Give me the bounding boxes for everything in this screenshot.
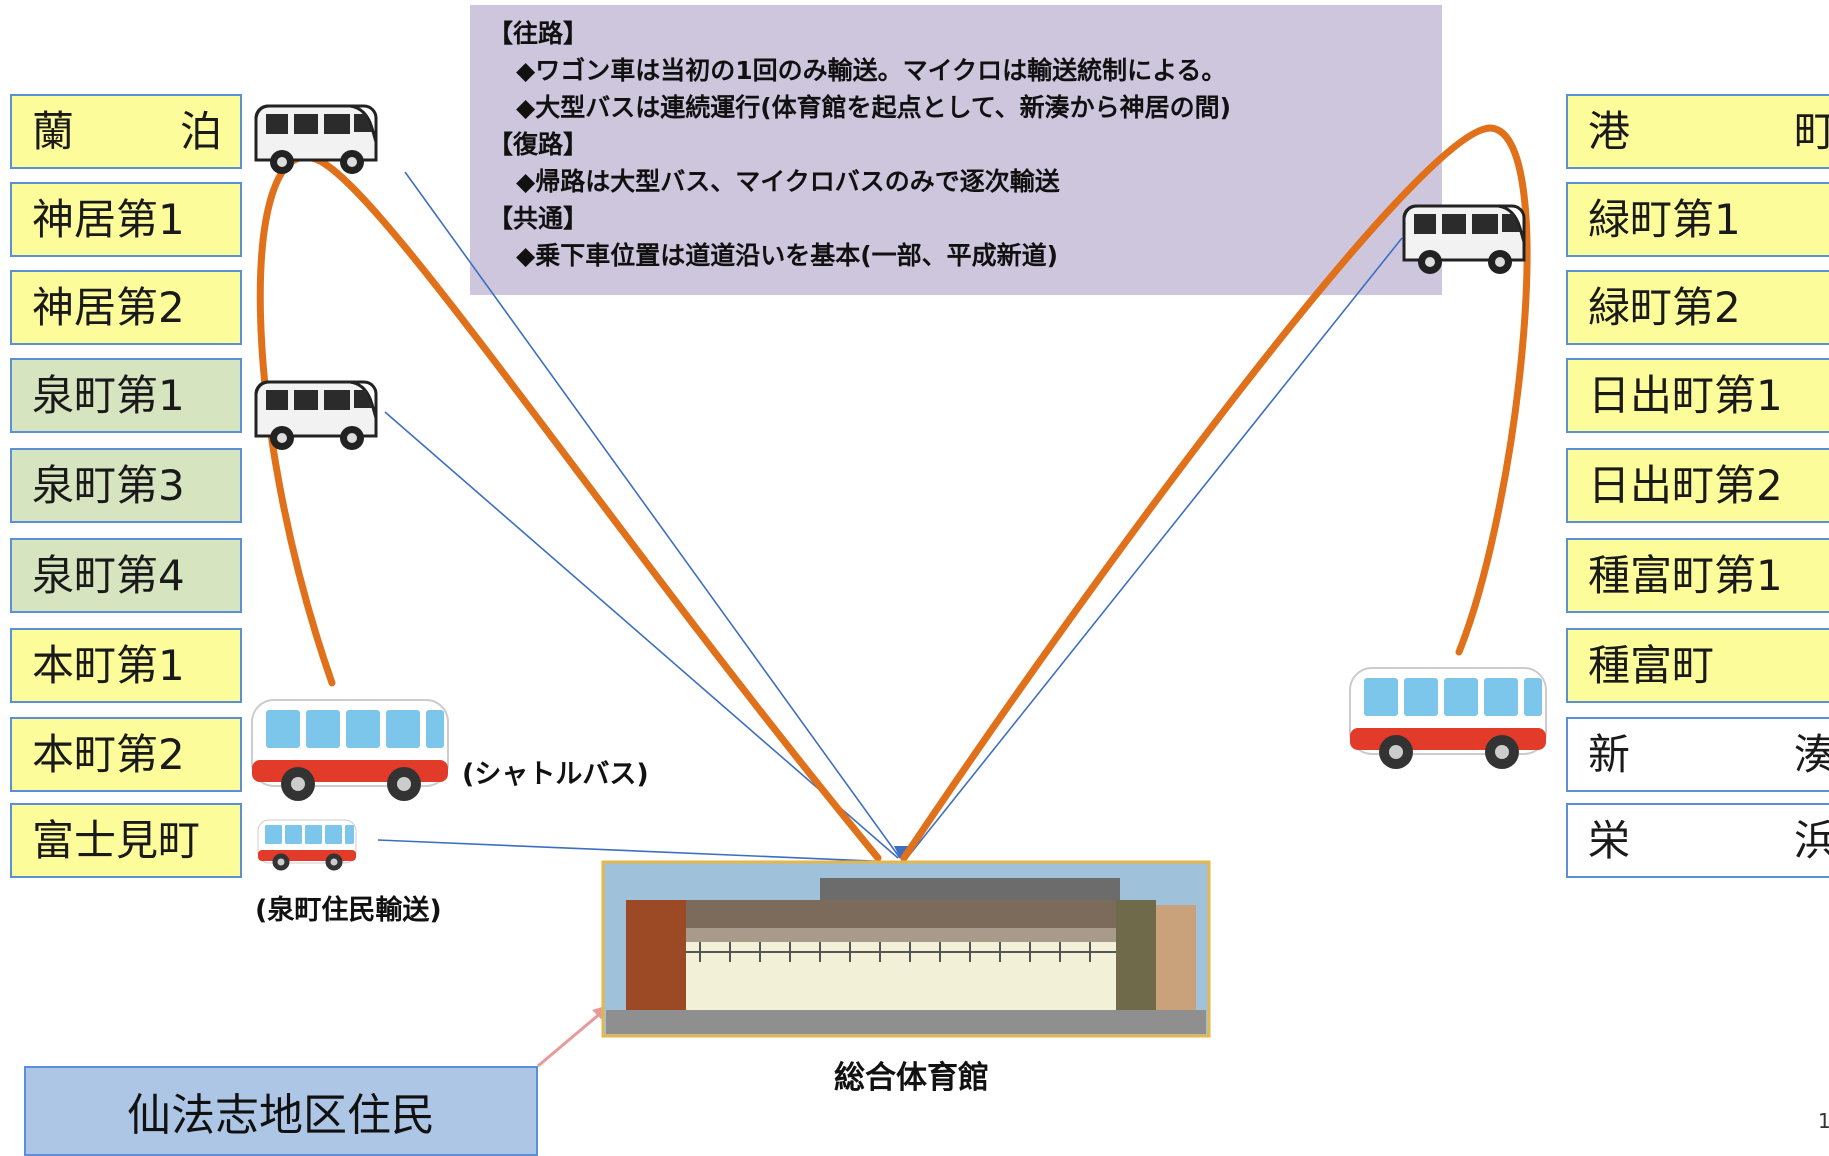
thin-line-ranpaku [404, 171, 901, 859]
district-box: 種富町 [1566, 628, 1829, 703]
district-label: 本町第2 [32, 729, 185, 779]
district-box: 日出町第1 [1566, 358, 1829, 433]
bus-routes [256, 124, 1531, 862]
district-label-end: 泊 [179, 106, 222, 156]
district-label-end: 湊 [1793, 729, 1829, 779]
district-label: 新 [1588, 729, 1631, 779]
district-label: 緑町第1 [1588, 194, 1741, 244]
district-label: 泉町第4 [32, 550, 185, 600]
thin-line-izumi [384, 411, 899, 859]
common-header: 【共通】 [488, 204, 589, 233]
district-box: 蘭 泊 [10, 94, 242, 169]
right-bus-route [900, 124, 1531, 862]
outbound-note-2: ◆大型バスは連続運行(体育館を起点として、新湊から神居の間) [516, 93, 1232, 122]
district-box: 泉町第4 [10, 538, 242, 613]
district-box: 種富町第1 [1566, 538, 1829, 613]
district-label: 泉町第1 [32, 370, 185, 420]
district-label: 港 [1588, 106, 1631, 156]
shuttle-bus-icon [251, 699, 449, 802]
district-box: 本町第2 [10, 717, 242, 792]
district-box: 日出町第2 [1566, 448, 1829, 523]
micro-bus-icon [257, 819, 357, 871]
wagon-van-icon [254, 380, 378, 452]
district-box: 本町第1 [10, 628, 242, 703]
district-label: 富士見町 [32, 815, 201, 865]
resident-arrow [537, 1004, 612, 1068]
thin-line-fujimi [377, 839, 896, 863]
district-box: 新 湊 [1566, 717, 1829, 792]
district-box: 泉町第3 [10, 448, 242, 523]
district-label: 泉町第3 [32, 460, 185, 510]
izumi-transport-label: (泉町住民輸送) [255, 895, 442, 926]
district-box: 神居第1 [10, 182, 242, 257]
gym-label: 総合体育館 [834, 1060, 989, 1096]
return-note-1: ◆帰路は大型バス、マイクロバスのみで逐次輸送 [516, 167, 1060, 196]
resident-label: 仙法志地区住民 [127, 1090, 435, 1141]
district-box: 神居第2 [10, 270, 242, 345]
district-box: 緑町第2 [1566, 270, 1829, 345]
district-box: 港 町 [1566, 94, 1829, 169]
large-bus-icon [1349, 667, 1547, 770]
wagon-van-icon [1402, 204, 1526, 276]
district-label: 種富町 [1588, 640, 1715, 690]
thin-route-lines [377, 171, 1403, 863]
route-info-box: 【往路】 ◆ワゴン車は当初の1回のみ輸送。マイクロは輸送統制による。 ◆大型バス… [470, 5, 1442, 295]
wagon-van-icon [254, 104, 378, 176]
district-label: 本町第1 [32, 640, 185, 690]
district-box: 富士見町 [10, 803, 242, 878]
district-label: 神居第1 [32, 194, 185, 244]
district-label: 日出町第1 [1588, 370, 1783, 420]
district-label: 種富町第1 [1588, 550, 1783, 600]
district-label: 栄 [1588, 815, 1631, 865]
district-label-end: 町 [1793, 106, 1829, 156]
common-note-1: ◆乗下車位置は道道沿いを基本(一部、平成新道) [516, 241, 1059, 270]
shuttle-bus-label: (シャトルバス) [462, 759, 649, 790]
thin-line-midori [906, 237, 1403, 859]
page-number: 1 [1818, 1109, 1829, 1133]
district-box: 栄 浜 [1566, 803, 1829, 878]
district-label: 日出町第2 [1588, 460, 1783, 510]
outbound-header: 【往路】 [488, 19, 589, 48]
return-header: 【復路】 [488, 130, 589, 159]
gym-building-image [601, 860, 1211, 1038]
outbound-note-1: ◆ワゴン車は当初の1回のみ輸送。マイクロは輸送統制による。 [516, 56, 1227, 85]
district-label-end: 浜 [1793, 815, 1829, 865]
district-label: 緑町第2 [1588, 282, 1741, 332]
district-label: 蘭 [32, 106, 75, 156]
resident-box: 仙法志地区住民 [24, 1066, 538, 1156]
district-box: 緑町第1 [1566, 182, 1829, 257]
district-label: 神居第2 [32, 282, 185, 332]
district-box: 泉町第1 [10, 358, 242, 433]
